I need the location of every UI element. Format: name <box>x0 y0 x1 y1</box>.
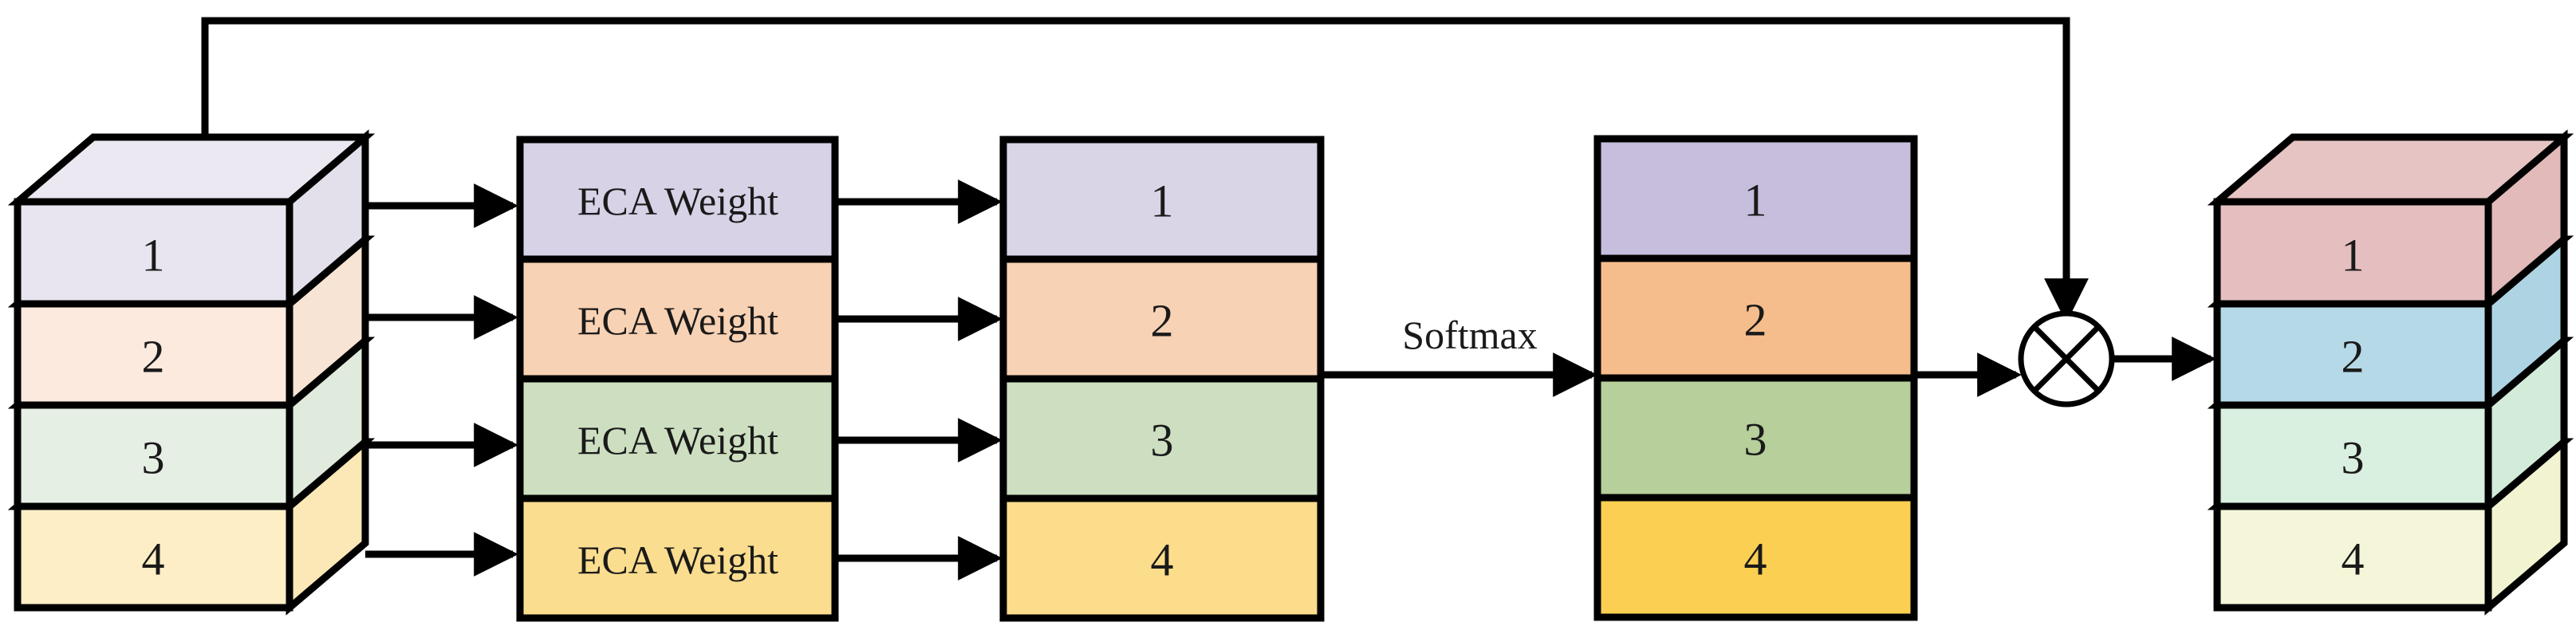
output-layer-3-label: 3 <box>2342 432 2365 484</box>
weight-row-1-label: 1 <box>1151 175 1174 227</box>
input-layer-1-front <box>14 198 293 308</box>
eca-row-2-label: ECA Weight <box>577 298 778 343</box>
eca-row-4[interactable] <box>516 494 839 622</box>
weight-row-2[interactable] <box>999 255 1325 383</box>
output-layer-4-label: 4 <box>2342 533 2365 585</box>
input-to-eca-arrows <box>365 183 518 577</box>
output-layer-2-label: 2 <box>2342 331 2365 383</box>
skip-connection-path <box>201 17 2089 323</box>
output-layer-2-front <box>2213 300 2492 409</box>
input-layer-2-label: 2 <box>142 331 165 383</box>
eca-row-2[interactable] <box>516 255 839 383</box>
output-feature-stack: 4 3 2 1 <box>2207 129 2574 616</box>
softmax-connection: Softmax <box>1321 313 1597 397</box>
softmax-row-3[interactable] <box>1593 374 1918 502</box>
softmax-row-2-label: 2 <box>1744 294 1767 346</box>
eca-row-3[interactable] <box>516 375 839 502</box>
weight-row-2-label: 2 <box>1151 295 1174 347</box>
output-layer-1-label: 1 <box>2342 230 2365 282</box>
eca-row-4-label: ECA Weight <box>577 537 778 582</box>
skip-connection-line <box>201 17 2089 323</box>
input-layer-3-label: 3 <box>142 432 165 484</box>
input-layer-1-label: 1 <box>142 230 165 282</box>
eca-to-weight-arrows <box>835 179 1002 581</box>
input-feature-stack: 4 3 2 1 <box>7 129 376 616</box>
eca-row-3-label: ECA Weight <box>577 418 778 463</box>
channel-weight-column: 1 2 3 4 <box>999 136 1325 622</box>
output-layer-1-front <box>2213 198 2492 308</box>
weight-row-1[interactable] <box>999 136 1325 263</box>
softmax-row-4[interactable] <box>1593 494 1918 621</box>
softmax-output-column: 1 2 3 4 <box>1593 135 1918 621</box>
softmax-row-1-label: 1 <box>1744 175 1767 226</box>
input-layer-4-front <box>14 502 293 612</box>
input-layer-1: 1 <box>7 129 376 312</box>
softmax-label: Softmax <box>1402 313 1537 357</box>
output-layer-1: 1 <box>2207 129 2574 312</box>
weight-row-4[interactable] <box>999 494 1325 622</box>
input-layer-4-label: 4 <box>142 533 165 585</box>
softmax-row-3-label: 3 <box>1744 414 1767 466</box>
softmax-row-1[interactable] <box>1593 135 1918 262</box>
eca-weight-column: ECA Weight ECA Weight ECA Weight ECA Wei… <box>516 136 839 622</box>
element-wise-multiply-operator[interactable] <box>1914 310 2216 407</box>
eca-row-1-label: ECA Weight <box>577 179 778 223</box>
softmax-row-4-label: 4 <box>1744 533 1767 585</box>
weight-row-4-label: 4 <box>1151 534 1174 586</box>
multiply-cross-stroke-2 <box>2032 325 2101 393</box>
weight-row-3-label: 3 <box>1151 415 1174 467</box>
